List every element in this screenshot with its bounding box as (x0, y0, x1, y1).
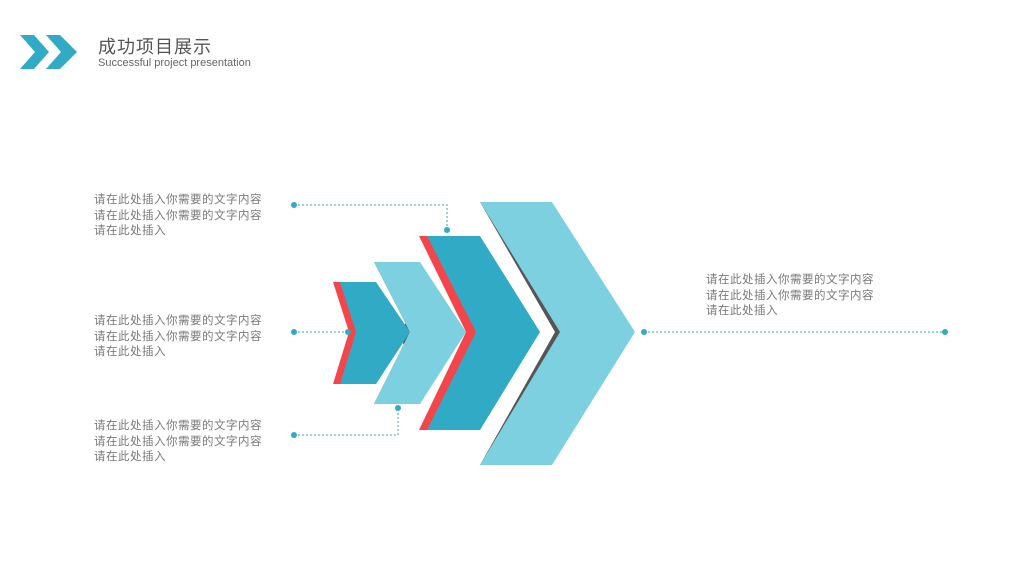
connector-2-dot-start (291, 329, 297, 335)
connector-3 (294, 408, 399, 436)
arrow-1-front (340, 282, 410, 384)
arrow-2-front (374, 262, 466, 404)
connector-3-dot-start (291, 432, 297, 438)
arrow-1 (333, 282, 410, 384)
arrow-4-front (480, 202, 635, 465)
page-subtitle: Successful project presentation (98, 57, 251, 69)
note-text-bottom-left: 请在此处插入你需要的文字内容请在此处插入你需要的文字内容请在此处插入 (94, 418, 262, 463)
connector-4-dot-end (942, 329, 948, 335)
arrow-2 (374, 262, 466, 404)
connector-4-dot-start (641, 329, 647, 335)
arrow-3 (419, 236, 540, 430)
connector-2-dot-end (345, 329, 351, 335)
note-text-top-left: 请在此处插入你需要的文字内容请在此处插入你需要的文字内容请在此处插入 (94, 192, 262, 237)
note-text-middle-left: 请在此处插入你需要的文字内容请在此处插入你需要的文字内容请在此处插入 (94, 313, 262, 358)
arrow-3-front (427, 236, 540, 430)
connector-1 (294, 204, 448, 230)
page-title: 成功项目展示 (98, 37, 212, 58)
arrow-4 (480, 202, 635, 465)
note-text-right: 请在此处插入你需要的文字内容请在此处插入你需要的文字内容请在此处插入 (706, 272, 874, 317)
connector-1-dot-start (291, 202, 297, 208)
connector-1-dot-end (444, 227, 450, 233)
connector-3-dot-end (395, 405, 401, 411)
double-chevron-icon (20, 35, 77, 69)
